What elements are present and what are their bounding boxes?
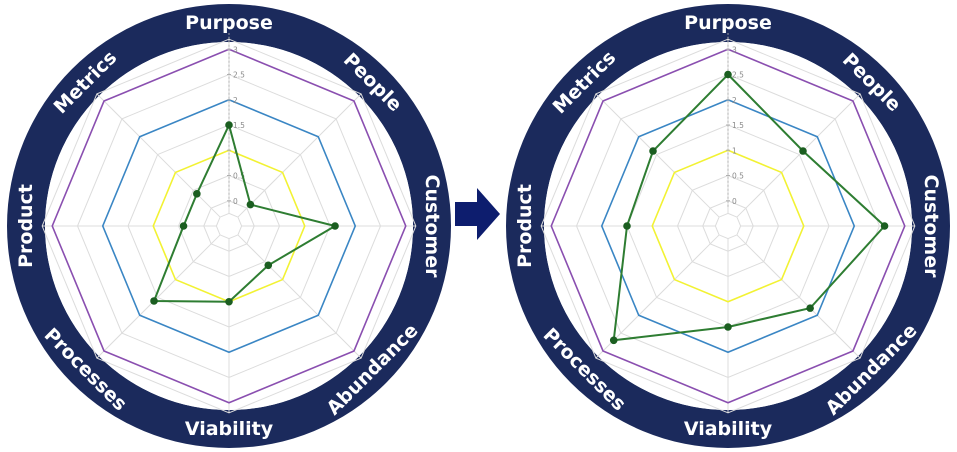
tick-label: 1.5: [732, 121, 744, 130]
data-point-metrics: [193, 190, 201, 198]
spoke: [237, 234, 362, 359]
reference-level-2: [101, 98, 357, 354]
data-point-viability: [724, 323, 732, 331]
tick-label: 0.5: [732, 172, 744, 181]
tick-label: 1: [732, 146, 737, 155]
data-point-viability: [225, 297, 233, 306]
reference-level-2: [600, 98, 856, 354]
tick-label: 3: [732, 45, 737, 54]
data-point-customer: [880, 222, 889, 230]
reference-level-1: [651, 149, 805, 303]
spoke: [736, 234, 861, 359]
data-point-product: [179, 222, 188, 230]
data-point-purpose: [724, 70, 732, 79]
data-point-people: [246, 200, 255, 209]
data-point-product: [623, 222, 631, 230]
arrow-shape: [455, 188, 500, 240]
tick-label: 2: [732, 96, 737, 105]
spoke: [736, 93, 861, 218]
ring-label-purpose: Purpose: [185, 12, 273, 34]
tick-label: 0: [233, 197, 238, 206]
data-point-customer: [331, 222, 339, 230]
tick-label: 3: [233, 45, 238, 54]
reference-level-3: [51, 48, 407, 404]
ring-label-purpose: Purpose: [684, 12, 772, 34]
data-point-abundance: [264, 261, 273, 270]
right-arrow-icon: [455, 188, 500, 240]
ring-label-product: Product: [514, 184, 536, 268]
spoke: [96, 234, 221, 359]
tick-label: 2.5: [233, 71, 245, 80]
spoke: [237, 93, 362, 218]
data-point-abundance: [806, 304, 814, 312]
reference-level-3: [550, 48, 906, 404]
spoke: [595, 93, 720, 218]
data-point-people: [799, 147, 807, 155]
radar-panel-2: 00.511.522.53PurposePeopleCustomerAbunda…: [506, 4, 950, 448]
data-point-processes: [609, 336, 618, 345]
ring-label-product: Product: [15, 184, 37, 268]
tick-label: 0.5: [233, 172, 245, 181]
data-point-purpose: [225, 121, 233, 129]
tick-label: 2.5: [732, 71, 744, 80]
data-point-processes: [150, 297, 158, 305]
ring-label-customer: Customer: [421, 175, 443, 279]
ring-label-viability: Viability: [185, 418, 274, 440]
tick-label: 1.5: [233, 121, 245, 130]
radar-panel-1: 00.511.522.53PurposePeopleCustomerAbunda…: [7, 4, 451, 448]
tick-label: 2: [233, 96, 238, 105]
ring-label-customer: Customer: [920, 175, 942, 279]
tick-label: 0: [732, 197, 737, 206]
ring-label-viability: Viability: [684, 418, 773, 440]
data-point-metrics: [649, 147, 657, 155]
